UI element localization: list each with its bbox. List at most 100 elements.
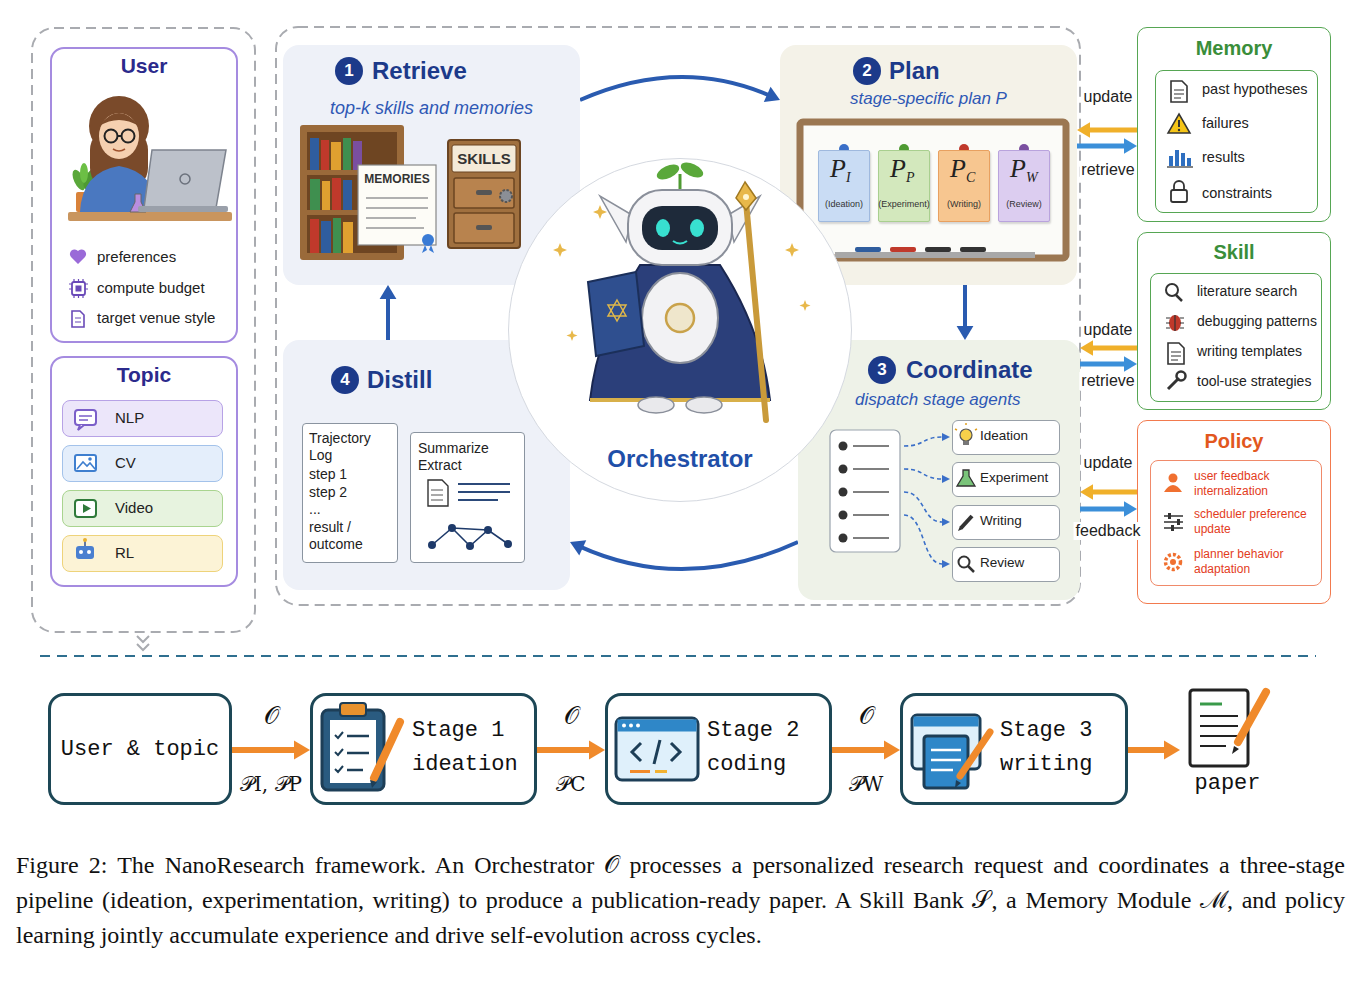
paper-icon [1190,690,1248,766]
writing-icon [914,717,979,727]
skill-icons [1169,315,1181,331]
arrow-head [1080,484,1093,500]
policy-icons [1164,516,1183,528]
memory-icons [1171,190,1187,202]
panel-frames [32,28,255,632]
stage-panel-text: 1 [335,57,363,85]
magnifier-icon [959,557,970,568]
arrow-line [1080,362,1128,367]
item-list-text: past hypotheses [1202,81,1314,97]
task-list [942,433,950,568]
arrow-line [386,295,390,340]
code-window-icon [655,770,667,773]
robot-mascot [608,305,626,321]
robot-mascot [679,159,706,180]
plan-note-text: W [1026,170,1042,186]
memory-icons [1169,150,1191,166]
paper-node-text: paper [1175,770,1280,798]
user-panel: Userpreferencescompute budgettarget venu… [50,47,238,343]
shelf-illustration [300,125,404,260]
flow-arrow [570,540,798,569]
user-illustration [75,318,81,322]
arrow-head [884,740,900,759]
arrow-line [232,747,299,753]
stage-panel-text: MEMORIES [358,172,436,186]
robot-icon [84,541,86,546]
shelf-illustration [343,180,352,210]
user-illustration [130,194,146,212]
store-box: user feedback internalizationscheduler p… [1137,420,1331,604]
topic-chip: CV [62,445,223,482]
shelf-illustration [310,138,319,170]
figure-caption: Figure 2: The NanoResearch framework. An… [16,848,1345,953]
flow-arrow [1080,484,1137,500]
play-icon [83,504,91,513]
memory-icons [1187,158,1191,166]
plan-note-text: (Writing) [938,199,990,209]
pipeline-box-text: ideation [412,751,532,779]
code-window-icon [616,718,698,780]
shelf-illustration [310,179,320,210]
robot-mascot [666,304,694,332]
user-illustration [81,167,99,191]
store-box-text: Skill [1137,241,1331,264]
robot-mascot [608,300,626,316]
log-box-text: ... [309,501,389,518]
stage-panel-text: Coordinate [906,354,1076,386]
task-list [853,446,889,538]
pipeline-box-text: User & topic [48,736,232,764]
arrow-label: feedback [1074,522,1143,540]
summary-graphic [432,528,508,546]
summary-graphic [458,484,510,500]
arrow-head [294,740,310,759]
plan-symbol: 𝒫C [556,772,585,796]
arrow-head [1124,356,1137,372]
user-illustration [80,166,158,212]
robot-icon [87,550,91,554]
code-window-icon [636,724,640,728]
chat-icon [75,410,96,425]
topic-chip: Video [62,490,223,527]
arrow-line [1086,128,1137,133]
flow-arrow [1077,138,1137,154]
stage-panel-text: 4 [331,366,359,394]
chat-icon [79,416,92,420]
paper-icon [1200,716,1238,746]
skill-icons [1171,352,1181,360]
shelf-illustration [422,245,434,253]
whiteboard [890,247,916,252]
summary-graphic [484,526,492,534]
agent-box-text: Ideation [980,428,1056,443]
user-illustration [105,130,118,143]
orchestrator-circle: Orchestrator [508,158,852,502]
arrow-head [570,540,586,555]
arrow-line [1089,346,1137,351]
log-box-text: Trajectory Log [309,430,389,464]
agent-box-text: Review [980,555,1056,570]
plan-note-text: I [846,170,862,186]
panel-frames [276,27,1080,605]
user-illustration [117,135,122,137]
shelf-illustration [343,138,351,170]
whiteboard [960,247,986,252]
arrow-line [1089,490,1137,495]
shelf-illustration [353,141,362,170]
arrow-label: 𝒪 [264,702,279,730]
whiteboard [800,122,1066,258]
flow-arrow [380,285,397,340]
arrow-head [764,87,780,102]
log-box-text: step 2 [309,484,389,501]
stage-panel-text: dispatch stage agents [855,390,1070,410]
stage-panel-text: 2 [853,57,881,85]
robot-mascot [656,219,670,237]
robot-mascot [553,243,567,257]
user-panel-text: preferences [97,248,233,265]
flow-arrow [1080,340,1137,356]
summary-graphic [428,524,512,550]
policy-icons [1170,559,1176,565]
robot-icon [83,538,87,542]
pipeline-box: User & topic [48,693,232,805]
user-illustration [144,150,226,208]
clipboard-icon [370,780,377,788]
item-list-text: literature search [1197,283,1317,299]
